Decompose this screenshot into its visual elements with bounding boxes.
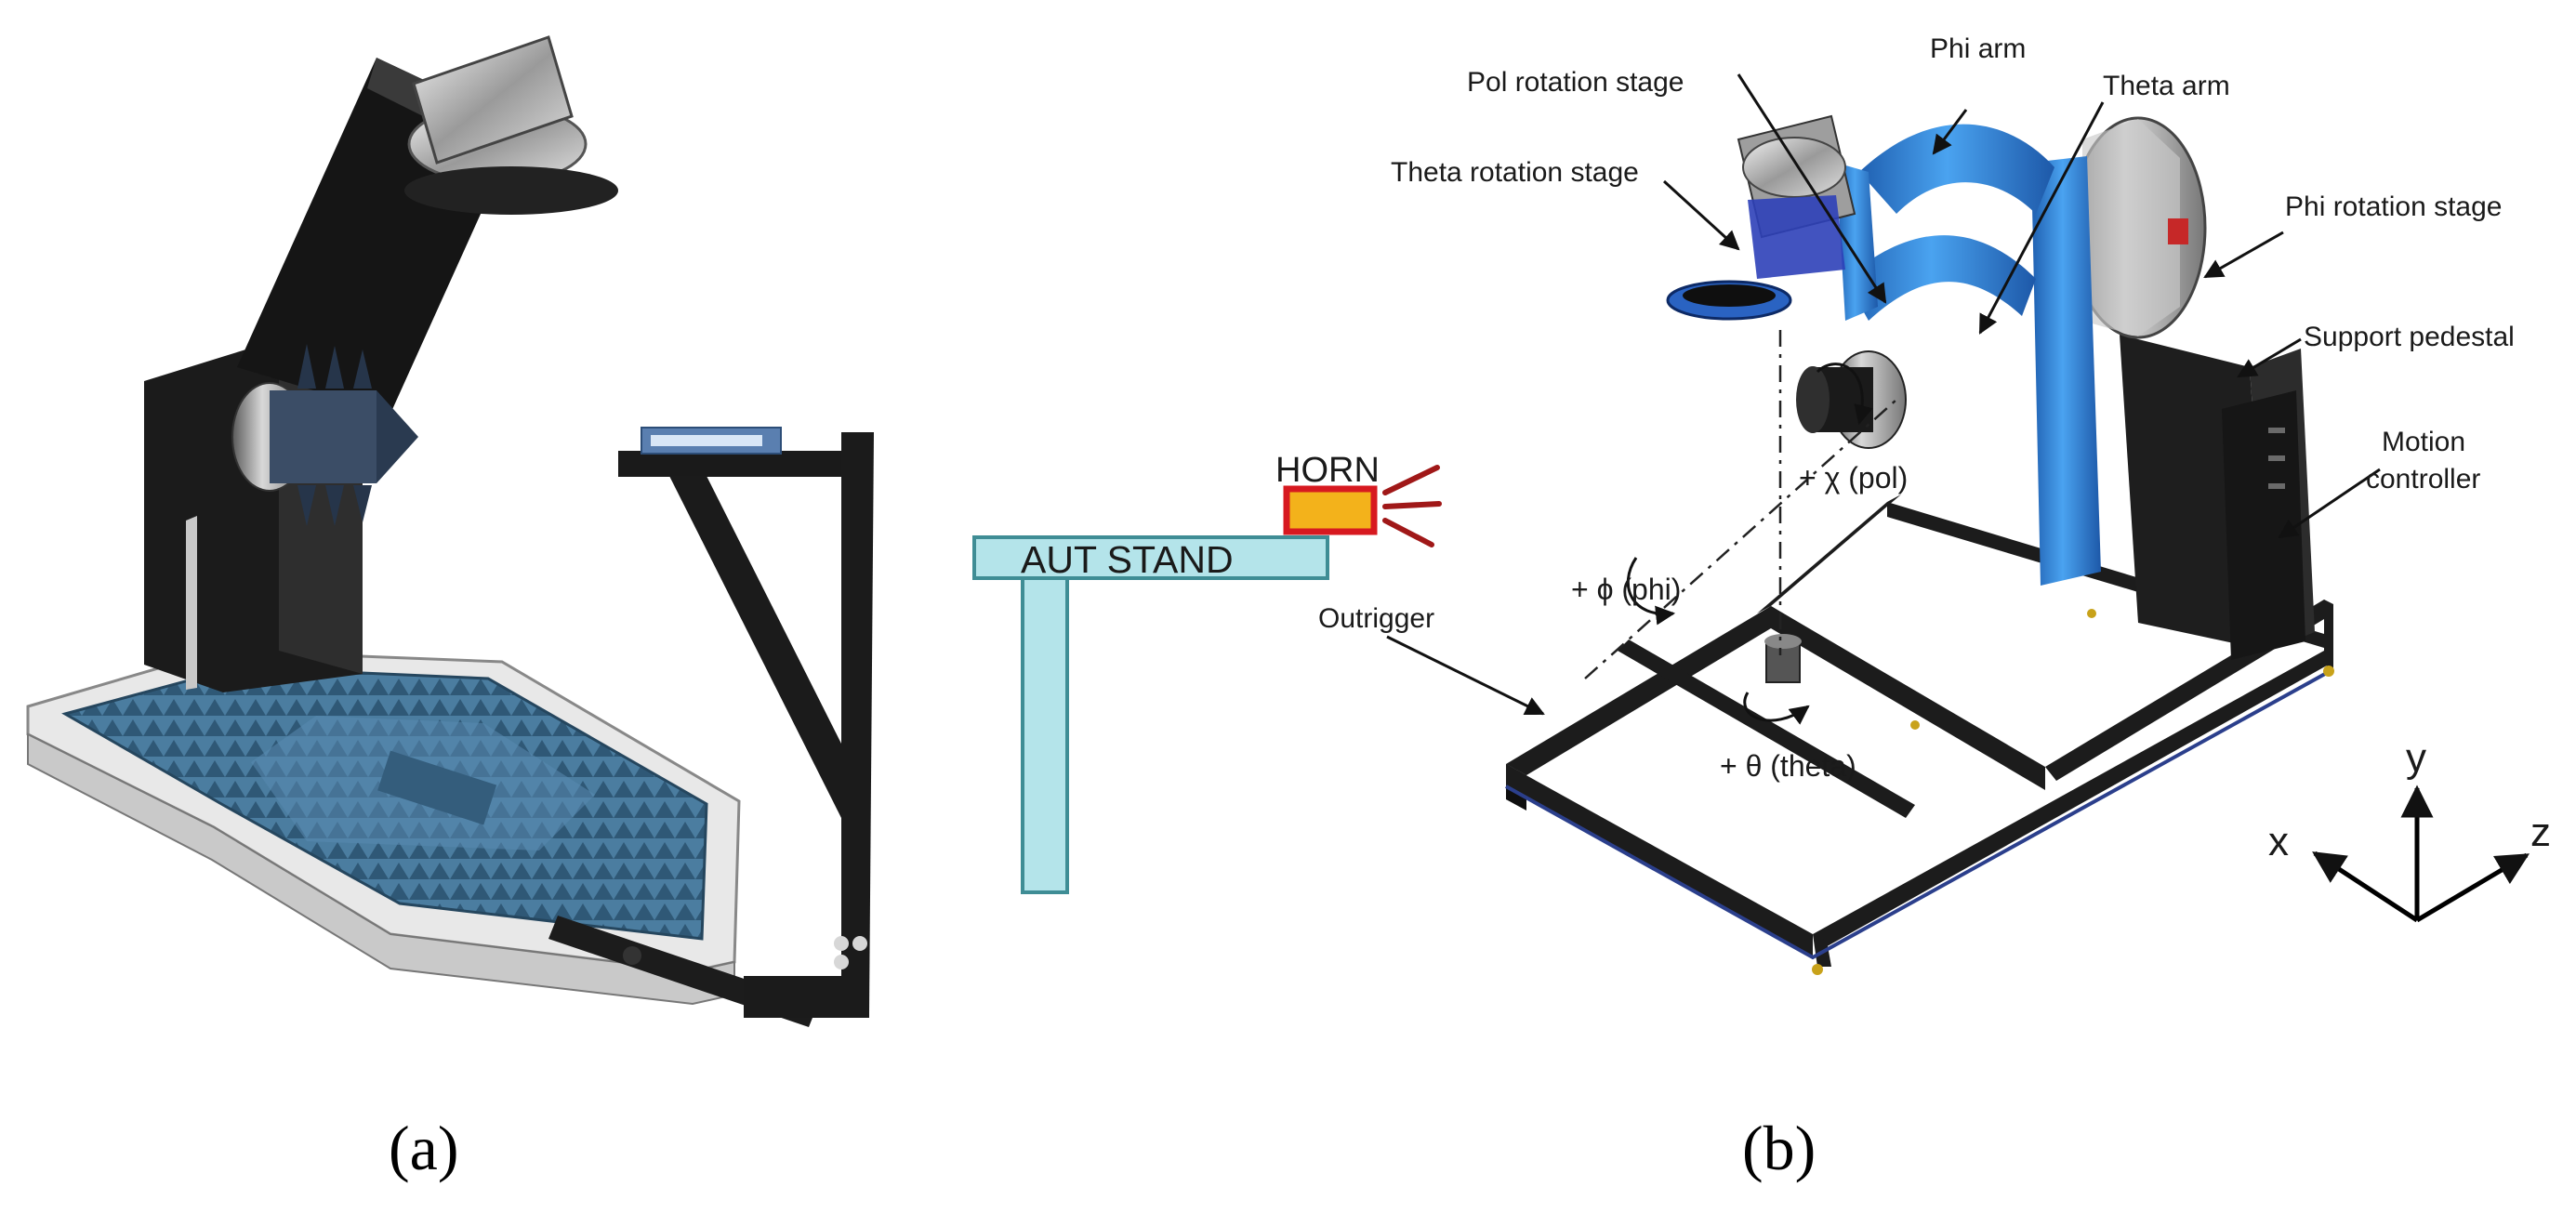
aut-stand-label: AUT STAND <box>1021 538 1234 581</box>
horn-label: HORN <box>1275 451 1380 490</box>
aut-stand-post <box>1021 576 1069 894</box>
label-theta-arm: Theta arm <box>2103 71 2230 101</box>
phi-arm-shape <box>2031 156 2101 586</box>
label-support-pedestal: Support pedestal <box>2304 322 2515 352</box>
horn-radiation-rays <box>1382 465 1442 547</box>
label-phi-phi: + ϕ (phi) <box>1571 573 1681 606</box>
label-pol-rotation-stage: Pol rotation stage <box>1467 67 1684 98</box>
axis-x-label: x <box>2268 819 2289 864</box>
component-leader-lines <box>1386 73 2381 716</box>
panel-b-render <box>1505 114 2334 975</box>
aut-horn-schematic: AUT STAND HORN <box>972 451 1442 894</box>
coordinate-axes: y x z <box>2268 735 2551 923</box>
axis-z-label: z <box>2530 810 2551 855</box>
label-outrigger: Outrigger <box>1318 603 1434 634</box>
label-phi-rotation-stage: Phi rotation stage <box>2285 191 2502 222</box>
caption-b: (b) <box>1742 1113 1816 1183</box>
component-labels: Pol rotation stage Phi arm Theta arm The… <box>1318 33 2515 783</box>
label-motion-controller-1: Motion <box>2382 427 2465 457</box>
theta-arm-shape <box>1845 235 2036 321</box>
aut-stand-shape <box>972 535 1329 580</box>
caption-a: (a) <box>389 1113 458 1183</box>
label-theta-theta: + θ (theta) <box>1720 749 1856 783</box>
label-theta-rotation-stage: Theta rotation stage <box>1391 157 1639 188</box>
label-motion-controller-2: controller <box>2366 464 2480 494</box>
panel-a-render <box>26 35 874 1027</box>
label-chi-pol: + χ (pol) <box>1799 461 1908 494</box>
horn-shape <box>1283 485 1378 535</box>
rotation-arrows <box>1626 363 1873 725</box>
axis-y-label: y <box>2406 735 2426 781</box>
aut-support-frame <box>618 427 874 1018</box>
label-phi-arm: Phi arm <box>1930 33 2026 64</box>
outrigger-frame <box>1506 494 2333 967</box>
